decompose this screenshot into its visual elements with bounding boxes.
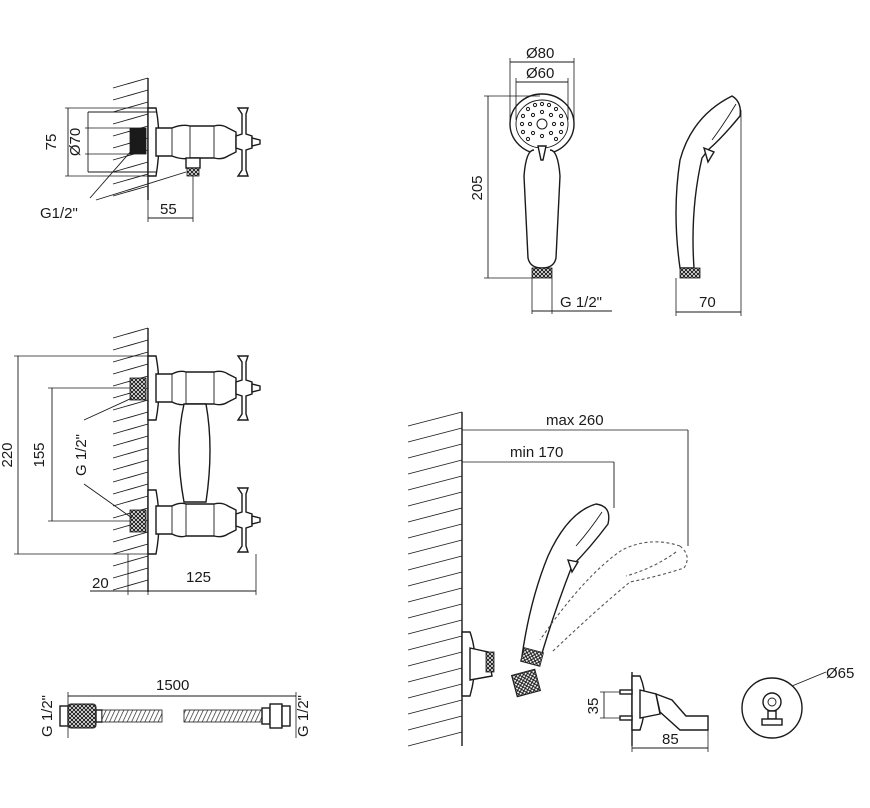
double-spacing-label: 155 bbox=[31, 442, 48, 467]
head-side-width-label: 70 bbox=[699, 294, 716, 311]
hose-thread-left-label: G 1/2" bbox=[39, 695, 56, 737]
double-total-height-label: 220 bbox=[0, 442, 16, 467]
double-mixer-view: 220 155 G 1/2" 20 125 bbox=[0, 327, 261, 595]
head-length-label: 205 bbox=[469, 175, 486, 200]
shower-head-front-view: Ø80 Ø60 205 G 1/2" bbox=[469, 45, 612, 314]
mixer-thread-label: G1/2" bbox=[40, 205, 78, 222]
double-thread-label: G 1/2" bbox=[73, 434, 90, 476]
spray-holes bbox=[519, 101, 565, 142]
holder-max-reach-label: max 260 bbox=[546, 412, 604, 429]
wall-hatching-right bbox=[407, 411, 463, 747]
double-depth-label: 125 bbox=[186, 569, 211, 586]
mixer-height-label: 75 bbox=[43, 134, 60, 151]
hose-view: 1500 G 1/2" G 1/2" bbox=[39, 677, 312, 738]
bracket-diameter-label: Ø65 bbox=[826, 665, 854, 682]
holder-reach-view: max 260 min 170 bbox=[407, 411, 689, 747]
single-mixer-view: 75 Ø70 G1/2" 55 bbox=[40, 77, 261, 222]
hose-thread-right-label: G 1/2" bbox=[295, 695, 312, 737]
bracket-depth-label: 85 bbox=[662, 731, 679, 748]
head-thread-label: G 1/2" bbox=[560, 294, 602, 311]
bracket-detail-view: 35 85 Ø65 bbox=[585, 665, 854, 752]
wall-hatching-mid bbox=[112, 327, 149, 592]
bracket-height-label: 35 bbox=[585, 698, 602, 715]
mixer-diameter-label: Ø70 bbox=[67, 128, 84, 156]
shower-head-side-view: 70 bbox=[675, 95, 742, 316]
mixer-depth-label: 55 bbox=[160, 201, 177, 218]
hose-length-label: 1500 bbox=[156, 677, 189, 694]
head-outer-diameter-label: Ø80 bbox=[526, 45, 554, 62]
holder-min-reach-label: min 170 bbox=[510, 444, 563, 461]
head-inner-diameter-label: Ø60 bbox=[526, 65, 554, 82]
double-wall-label: 20 bbox=[92, 575, 109, 592]
